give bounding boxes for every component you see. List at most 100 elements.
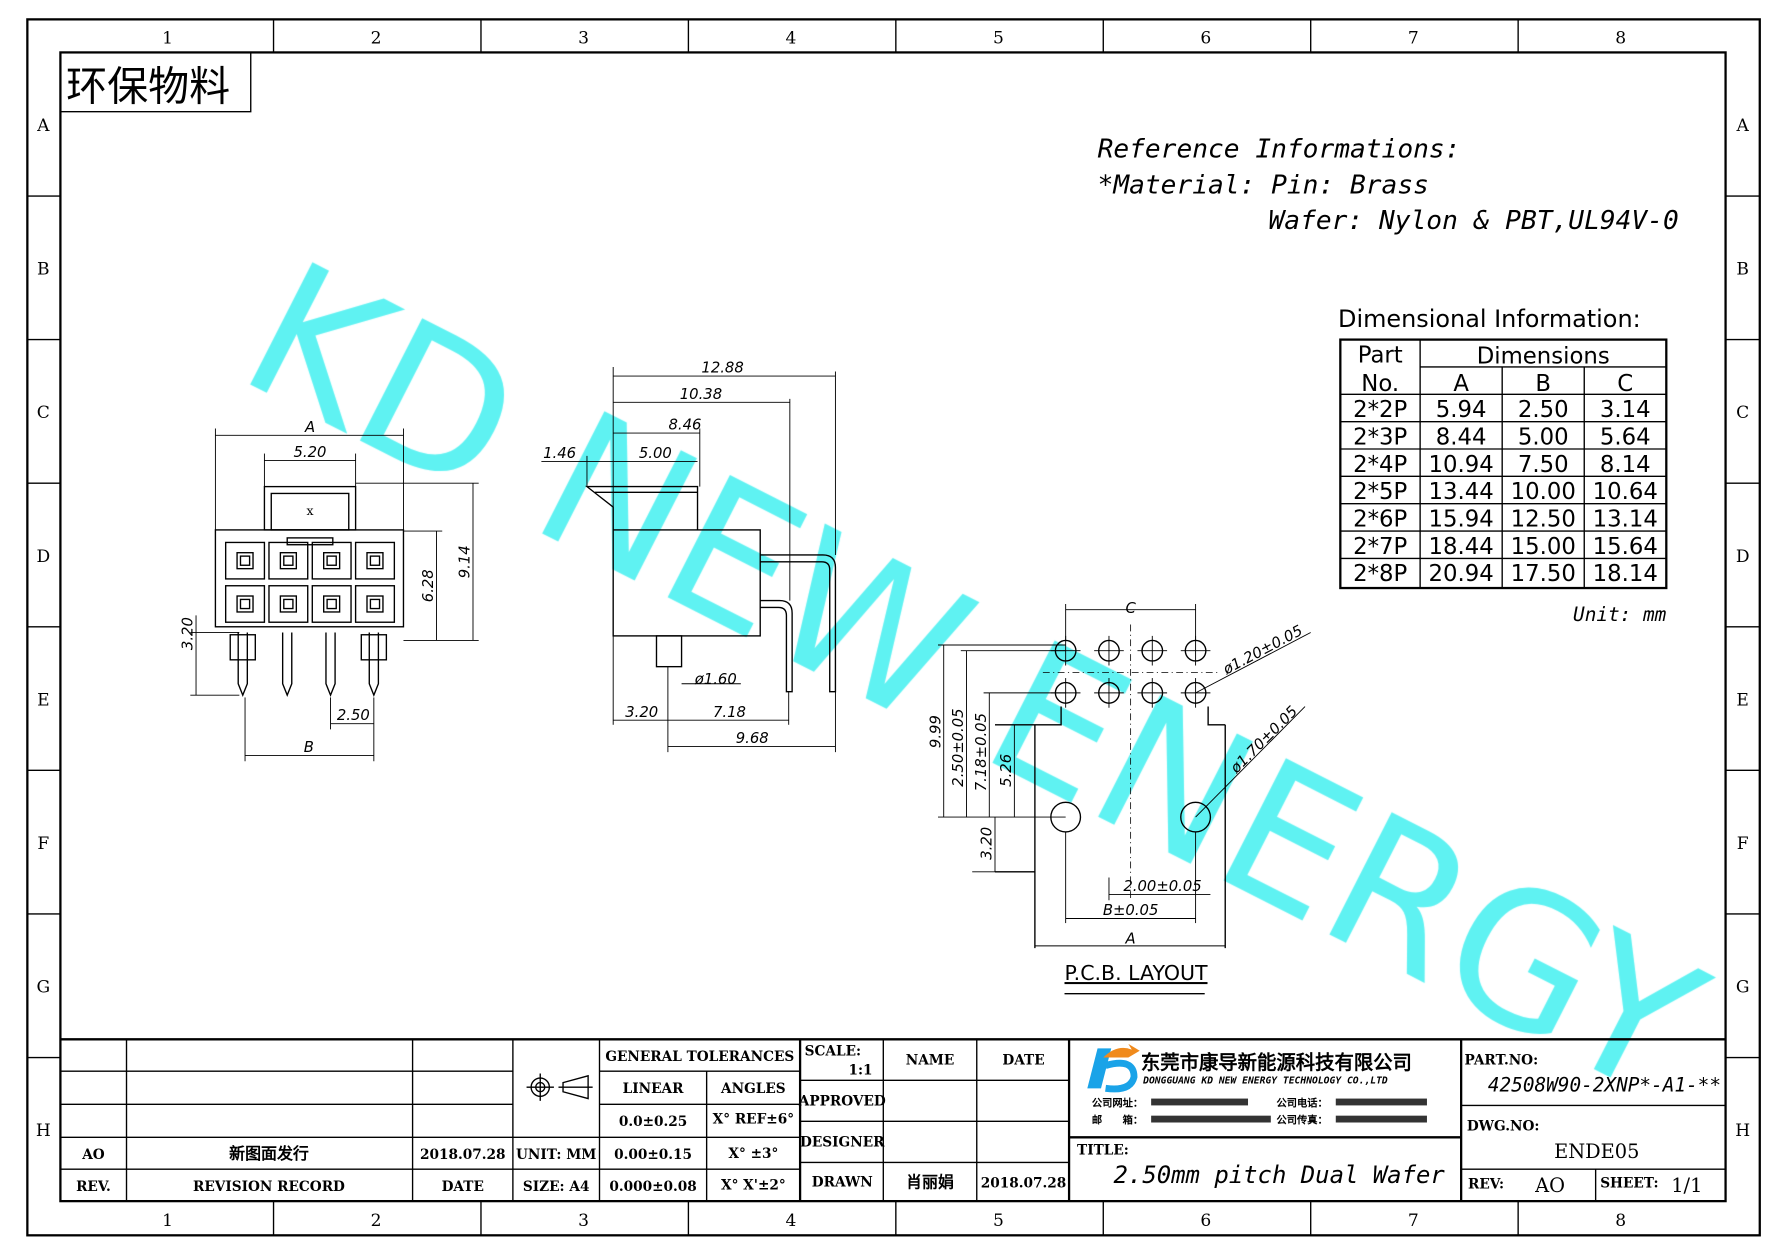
row-label: D	[1736, 547, 1750, 567]
rev-header: REV.	[76, 1179, 111, 1195]
reference-info: Reference Informations: *Material: Pin: …	[1098, 134, 1679, 236]
dimension-label: 9.14	[457, 545, 474, 578]
dimension-label: 7.18±0.05	[973, 713, 990, 791]
company-name-en: DONGGUANG KD NEW ENERGY TECHNOLOGY CO.,L…	[1142, 1076, 1388, 1087]
row-label: H	[36, 1121, 51, 1141]
approved-label: APPROVED	[798, 1093, 886, 1109]
angle-tolerance: X° X'±2°	[721, 1178, 786, 1194]
pin-cavity	[354, 585, 396, 623]
reference-line: Reference Informations:	[1098, 134, 1461, 164]
dimension-label: 9.99	[927, 715, 944, 748]
pin-square	[323, 595, 341, 613]
part-no: 42508W90-2XNP*-A1-**	[1488, 1074, 1721, 1097]
table-cell: 2.50	[1518, 397, 1569, 423]
dimension-label: B±0.05	[1103, 902, 1159, 919]
side-view: 12.88 10.38 8.46 5.00 1.46 ø1.60 3.20 7.…	[541, 360, 837, 753]
eco-material-stamp: 环保物料	[59, 51, 252, 113]
table-cell: 2*8P	[1353, 561, 1407, 587]
table-cell: 12.50	[1511, 506, 1576, 532]
rev-value: AO	[1534, 1174, 1565, 1197]
date-heading: DATE	[1002, 1052, 1044, 1068]
pcb-layout-label: P.C.B. LAYOUT	[1065, 961, 1208, 985]
table-cell: 5.00	[1518, 424, 1569, 450]
table-header: Dimensions	[1477, 344, 1610, 370]
rev-label: REV:	[1468, 1177, 1504, 1193]
polarity-mark: x	[306, 503, 313, 518]
table-cell: 15.00	[1511, 534, 1576, 560]
sheet-label: SHEET:	[1600, 1175, 1658, 1191]
column-label: 7	[1408, 28, 1419, 48]
column-label: 8	[1615, 1211, 1626, 1231]
pin-square	[283, 598, 294, 610]
table-cell: 10.64	[1593, 479, 1658, 505]
linear-tolerance: 0.00±0.15	[614, 1147, 692, 1163]
pin-square	[279, 595, 298, 613]
table-cell: 8.14	[1600, 452, 1651, 478]
pin	[368, 632, 380, 697]
dimension-label: 3.20	[979, 827, 996, 860]
dimension-label: ø1.60	[694, 671, 737, 688]
pin-square	[239, 555, 251, 566]
dimension-label: 7.18	[713, 704, 746, 721]
table-cell: 7.50	[1518, 452, 1569, 478]
name-heading: NAME	[906, 1052, 955, 1068]
table-cell: 2*6P	[1353, 506, 1407, 532]
column-label: 1	[162, 1211, 173, 1231]
drawing-frame	[26, 18, 1761, 1237]
dimension-label: C	[1125, 600, 1136, 617]
column-label: 3	[578, 1211, 589, 1231]
column-label: 5	[993, 1211, 1004, 1231]
dimension-label: 10.38	[680, 386, 722, 403]
drawn-name: 肖丽娟	[906, 1172, 954, 1191]
unit-label: Unit: mm	[1573, 603, 1667, 626]
table-cell: 13.14	[1593, 506, 1658, 532]
table-cell: 18.44	[1429, 534, 1494, 560]
drawing-title: 2.50mm pitch Dual Wafer	[1114, 1161, 1446, 1189]
title-label: TITLE:	[1077, 1142, 1129, 1158]
pin-cavity	[268, 585, 309, 623]
table-cell: 8.44	[1436, 424, 1487, 450]
reference-line: *Material: Pin: Brass	[1098, 171, 1429, 201]
column-label: 2	[371, 1211, 382, 1231]
table-cell: 13.44	[1429, 479, 1494, 505]
column-label: 4	[786, 28, 797, 48]
part-no-label: PART.NO:	[1465, 1052, 1539, 1068]
date-header: DATE	[442, 1179, 484, 1195]
table-cell: 3.14	[1600, 397, 1651, 423]
table-cell: 5.64	[1600, 424, 1651, 450]
dimension-label: 6.28	[420, 569, 437, 602]
pin	[325, 632, 336, 697]
table-cell: 2*3P	[1353, 424, 1407, 450]
title-block: AO 新图面发行 2018.07.28 REV. REVISION RECORD…	[60, 1038, 1726, 1202]
row-label: E	[37, 690, 49, 710]
dwg-no-label: DWG.NO:	[1467, 1118, 1540, 1134]
peg	[229, 634, 256, 661]
pin-square	[369, 555, 381, 566]
dimension-label: 12.88	[701, 360, 743, 377]
sheet-value: 1/1	[1671, 1174, 1702, 1197]
row-label: A	[1735, 116, 1749, 136]
company-name-cn: 东莞市康导新能源科技有限公司	[1141, 1051, 1412, 1074]
projection-symbol-icon	[526, 1073, 593, 1101]
angle-tolerance: X° ±3°	[728, 1146, 778, 1162]
front-view: x A 5.20 9.14 6.28 3.20 2.50 B	[180, 419, 479, 762]
pcb-layout: C 9.99 2.50±0.05 7.18±0.05 5.26 3.20 ø1.…	[927, 600, 1311, 995]
peg	[360, 634, 388, 661]
table-cell: 18.14	[1593, 561, 1658, 587]
row-label: C	[37, 403, 50, 423]
dimension-label: 3.20	[625, 704, 658, 721]
dimension-label: 5.20	[294, 444, 327, 461]
table-cell: 2*5P	[1353, 479, 1407, 505]
pin-cavity	[224, 541, 266, 580]
dimension-table: Dimensional Information: Part No. Dimens…	[1338, 305, 1668, 626]
pin-square	[326, 598, 337, 610]
dimension-label: B	[304, 739, 314, 756]
drawn-date: 2018.07.28	[981, 1175, 1067, 1191]
record-header: REVISION RECORD	[193, 1179, 345, 1195]
pin-square	[366, 595, 384, 613]
pin-square	[369, 598, 381, 610]
size-field: SIZE: A4	[523, 1179, 590, 1195]
table-title: Dimensional Information:	[1338, 305, 1641, 333]
pin-square	[366, 552, 384, 570]
